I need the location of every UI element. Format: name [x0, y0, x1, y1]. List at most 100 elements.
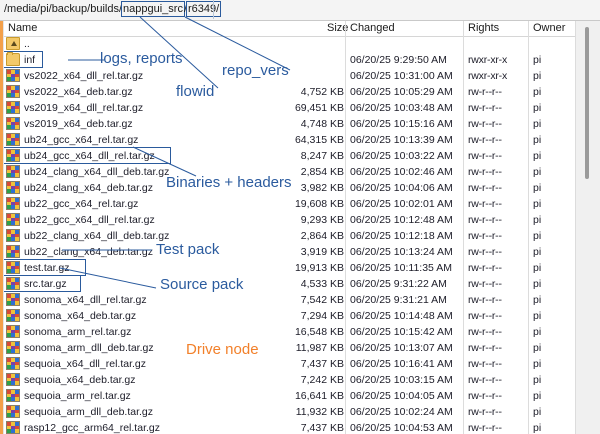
file-name[interactable]: vs2019_x64_deb.tar.gz — [24, 118, 133, 130]
file-name[interactable]: sequoia_x64_dll_rel.tar.gz — [24, 358, 147, 370]
file-rights: rw-r--r-- — [468, 342, 502, 354]
file-size: 8,247 KB — [300, 150, 344, 162]
file-owner: pi — [533, 406, 542, 418]
file-owner: pi — [533, 166, 542, 178]
file-owner: pi — [533, 70, 542, 82]
column-header-row: Name Size Changed Rights Owner — [0, 21, 600, 37]
column-header-rights[interactable]: Rights — [468, 22, 500, 34]
file-size: 3,982 KB — [300, 182, 344, 194]
file-owner: pi — [533, 246, 542, 258]
file-rights: rw-r--r-- — [468, 230, 502, 242]
vertical-scrollbar[interactable] — [575, 21, 600, 434]
file-name[interactable]: ub24_gcc_x64_dll_rel.tar.gz — [24, 150, 155, 162]
file-owner: pi — [533, 198, 542, 210]
file-name[interactable]: ub22_gcc_x64_dll_rel.tar.gz — [24, 214, 155, 226]
file-name[interactable]: ub24_clang_x64_dll_deb.tar.gz — [24, 166, 170, 178]
file-changed: 06/20/25 10:03:22 AM — [350, 150, 453, 162]
file-name[interactable]: test.tar.gz — [24, 262, 70, 274]
column-header-changed[interactable]: Changed — [350, 22, 395, 34]
path-breadcrumb[interactable]: /media/pi/backup/builds/nappgui_src/r634… — [0, 0, 222, 18]
column-header-owner[interactable]: Owner — [533, 22, 566, 34]
file-name[interactable]: inf — [24, 54, 36, 66]
archive-icon — [6, 213, 20, 226]
path-segment-0[interactable]: /media/pi/backup/builds/ — [4, 3, 123, 15]
file-owner: pi — [533, 374, 542, 386]
file-name[interactable]: sonoma_arm_dll_deb.tar.gz — [24, 342, 154, 354]
archive-icon — [6, 229, 20, 242]
file-size: 3,919 KB — [300, 246, 344, 258]
file-owner: pi — [533, 294, 542, 306]
archive-icon — [6, 85, 20, 98]
file-rights: rw-r--r-- — [468, 214, 502, 226]
file-rights: rw-r--r-- — [468, 278, 502, 290]
file-name[interactable]: vs2022_x64_deb.tar.gz — [24, 86, 133, 98]
column-header-size[interactable]: Size — [327, 22, 349, 34]
file-rights: rw-r--r-- — [468, 406, 502, 418]
file-name[interactable]: ub24_clang_x64_deb.tar.gz — [24, 182, 154, 194]
scrollbar-thumb[interactable] — [585, 27, 589, 179]
file-size: 4,533 KB — [300, 278, 344, 290]
file-name[interactable]: ub22_clang_x64_deb.tar.gz — [24, 246, 154, 258]
file-rights: rw-r--r-- — [468, 262, 502, 274]
file-owner: pi — [533, 390, 542, 402]
path-segment-2[interactable]: / — [183, 3, 188, 15]
file-name[interactable]: rasp12_gcc_arm64_rel.tar.gz — [24, 422, 160, 434]
file-name[interactable]: ub22_gcc_x64_rel.tar.gz — [24, 198, 139, 210]
file-changed: 06/20/25 10:04:53 AM — [350, 422, 453, 434]
table-row[interactable]: ub24_gcc_x64_dll_rel.tar.gz 8,247 KB 06/20… — [4, 147, 576, 164]
file-name[interactable]: vs2019_x64_dll_rel.tar.gz — [24, 102, 144, 114]
drive-node-marker — [0, 21, 3, 434]
file-owner: pi — [533, 182, 542, 194]
file-name[interactable]: src.tar.gz — [24, 278, 67, 290]
archive-icon — [6, 149, 20, 162]
path-segment-3[interactable]: r6349/ — [186, 1, 222, 17]
file-name[interactable]: sequoia_x64_deb.tar.gz — [24, 374, 136, 386]
file-name[interactable]: sonoma_x64_deb.tar.gz — [24, 310, 137, 322]
file-owner: pi — [533, 214, 542, 226]
file-name[interactable]: sonoma_x64_dll_rel.tar.gz — [24, 294, 147, 306]
annotation-source-pack: Source pack — [160, 276, 244, 293]
path-bar[interactable]: /media/pi/backup/builds/nappgui_src/r634… — [0, 0, 600, 21]
file-rights: rw-r--r-- — [468, 198, 502, 210]
column-header-name[interactable]: Name — [8, 22, 38, 34]
file-name[interactable]: vs2022_x64_dll_rel.tar.gz — [24, 70, 144, 82]
annotation-test-pack: Test pack — [156, 241, 220, 258]
file-name[interactable]: sequoia_arm_dll_deb.tar.gz — [24, 406, 154, 418]
file-name[interactable]: .. — [24, 38, 30, 50]
archive-icon — [6, 117, 20, 130]
file-name[interactable]: ub24_gcc_x64_rel.tar.gz — [24, 134, 139, 146]
file-rights: rw-r--r-- — [468, 310, 502, 322]
file-name[interactable]: sequoia_arm_rel.tar.gz — [24, 390, 131, 402]
path-segment-1[interactable]: nappgui_src — [121, 1, 185, 17]
file-owner: pi — [533, 86, 542, 98]
file-name[interactable]: sonoma_arm_rel.tar.gz — [24, 326, 132, 338]
annotation-repo-vers: repo_vers — [222, 62, 289, 79]
file-changed: 06/20/25 10:16:41 AM — [350, 358, 453, 370]
file-changed: 06/20/25 10:03:15 AM — [350, 374, 453, 386]
table-row[interactable]: .. — [4, 36, 576, 52]
file-name[interactable]: ub22_clang_x64_dll_deb.tar.gz — [24, 230, 170, 242]
